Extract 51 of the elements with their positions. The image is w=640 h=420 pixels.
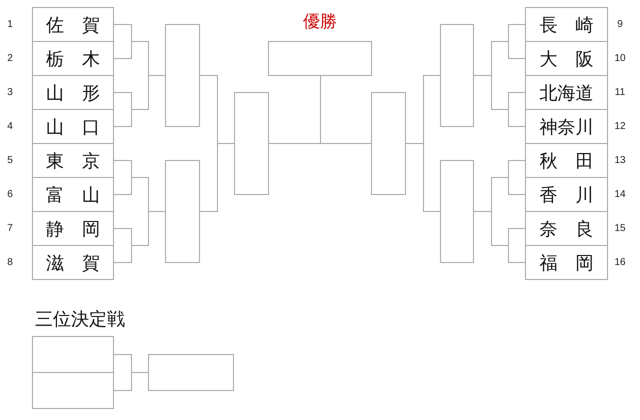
team-entry-box: 秋 田 bbox=[525, 143, 608, 178]
seed-number: 2 bbox=[7, 54, 13, 64]
seed-number: 11 bbox=[614, 88, 626, 98]
team-entry-box: 奈 良 bbox=[525, 211, 608, 246]
seed-number: 3 bbox=[7, 88, 13, 98]
team-entry-box: 神奈川 bbox=[525, 109, 608, 144]
seed-number: 12 bbox=[614, 122, 626, 132]
seed-number: 8 bbox=[7, 258, 13, 268]
result-box bbox=[440, 160, 474, 263]
bracket-line bbox=[114, 372, 148, 391]
seed-number: 7 bbox=[7, 224, 13, 234]
team-entry-box: 静 岡 bbox=[32, 211, 114, 246]
seed-number: 13 bbox=[614, 156, 626, 166]
seed-number: 9 bbox=[617, 20, 623, 30]
bracket-line bbox=[114, 75, 166, 127]
team-entry-box: 福 岡 bbox=[525, 245, 608, 280]
bracket-line bbox=[406, 143, 440, 212]
result-box bbox=[165, 160, 200, 263]
result-box bbox=[32, 336, 114, 373]
result-box bbox=[32, 372, 114, 409]
section-heading: 三位決定戦 bbox=[35, 309, 125, 329]
seed-number: 5 bbox=[7, 156, 13, 166]
bracket-line bbox=[474, 211, 526, 263]
team-entry-box: 東 京 bbox=[32, 143, 114, 178]
seed-number: 15 bbox=[614, 224, 626, 234]
team-entry-box: 北海道 bbox=[525, 75, 608, 110]
seed-number: 1 bbox=[7, 20, 13, 30]
result-box bbox=[165, 24, 200, 127]
bracket-line bbox=[320, 76, 372, 144]
team-entry-box: 大 阪 bbox=[525, 41, 608, 76]
team-entry-box: 佐 賀 bbox=[32, 7, 114, 42]
seed-number: 4 bbox=[7, 122, 13, 132]
seed-number: 6 bbox=[7, 190, 13, 200]
winner-heading: 優勝 bbox=[303, 12, 337, 32]
team-entry-box: 山 口 bbox=[32, 109, 114, 144]
bracket-line bbox=[200, 143, 234, 212]
result-box bbox=[234, 92, 269, 195]
team-entry-box: 香 川 bbox=[525, 177, 608, 212]
result-box bbox=[371, 92, 406, 195]
bracket-line bbox=[474, 75, 526, 127]
seed-number: 16 bbox=[614, 258, 626, 268]
team-entry-box: 栃 木 bbox=[32, 41, 114, 76]
seed-number: 14 bbox=[614, 190, 626, 200]
team-entry-box: 長 崎 bbox=[525, 7, 608, 42]
team-entry-box: 滋 賀 bbox=[32, 245, 114, 280]
seed-number: 10 bbox=[614, 54, 626, 64]
bracket-line bbox=[114, 211, 166, 263]
result-box bbox=[148, 354, 234, 391]
team-entry-box: 富 山 bbox=[32, 177, 114, 212]
team-entry-box: 山 形 bbox=[32, 75, 114, 110]
result-box bbox=[440, 24, 474, 127]
